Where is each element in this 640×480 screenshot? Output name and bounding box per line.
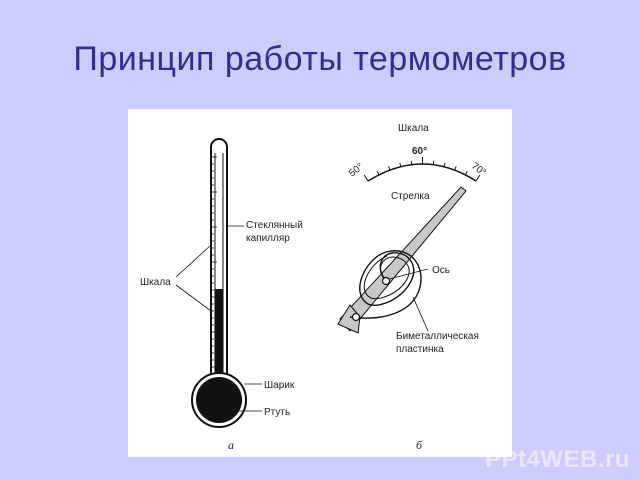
dial-tick [388,166,391,171]
label-strip-2: пластинка [396,344,444,355]
leader-scale-up [175,244,212,278]
liquid-thermometer: Шкала Стеклянный капилляр Шарик Ртуть а [140,138,303,452]
leader-strip [412,296,429,332]
dial-tick [399,162,402,167]
bimetallic-spiral [349,250,422,319]
label-capillary-1: Стеклянный [246,220,303,231]
thermometer-diagram: Шкала Стеклянный капилляр Шарик Ртуть а … [140,123,488,452]
thermometer-figure: Шкала Стеклянный капилляр Шарик Ртуть а … [128,109,512,457]
dial-tick [432,160,435,165]
label-mercury: Ртуть [264,407,290,418]
mercury-column [215,289,223,379]
label-bulb: Шарик [264,380,295,391]
dial-tick [363,174,369,182]
tick-label-60: 60° [412,146,427,157]
label-scale-b: Шкала [398,123,429,134]
caption-a: а [228,438,234,452]
dial-tick [475,174,481,182]
watermark-logo: PPt4WEB.ru [484,446,630,473]
slide-title: Принцип работы термометров [73,40,567,78]
caption-b: б [416,438,423,452]
strip-anchor [351,312,361,322]
dial-arc [367,163,477,182]
leader-scale-down [175,284,212,312]
label-axis: Ось [432,265,450,276]
dial-tick [443,162,446,167]
glass-tube [210,138,228,375]
tick-label-50: 50° [347,161,366,179]
dial-ticks [363,157,481,182]
leader-axis [388,268,429,280]
label-strip-1: Биметаллическая [396,331,479,342]
mercury-bulb [196,377,242,423]
dial-tick [454,166,457,171]
label-capillary-2: капилляр [246,233,290,244]
dial-tick [376,171,380,176]
tick-label-70: 70° [469,161,488,179]
bimetallic-spiral-inner [363,255,410,300]
axis-pin [381,276,391,286]
label-pointer: Стрелка [391,191,430,202]
scale-ticks [211,156,217,368]
label-scale-a: Шкала [140,277,171,288]
bimetallic-thermometer: Шкала 50° 60° 70° Стрелка Ось Биметаллич… [337,123,488,452]
dial-tick [464,171,468,176]
